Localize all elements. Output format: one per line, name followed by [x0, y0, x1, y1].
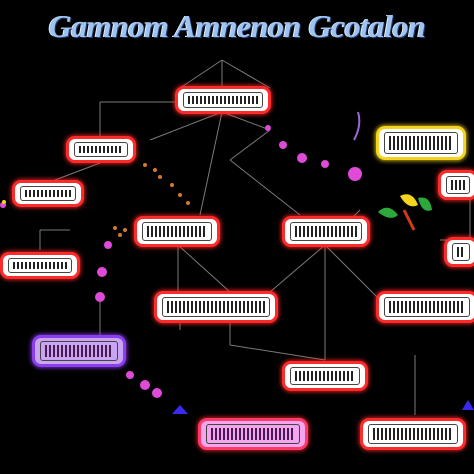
node-left-lavender	[32, 335, 126, 367]
node-bottom-pink	[198, 418, 308, 450]
node-left-lower	[0, 252, 80, 279]
node-lower-center	[282, 361, 368, 391]
node-right-middle	[376, 291, 474, 323]
diagram-title: Gamnom Amnenon Gcotalon	[48, 8, 426, 44]
node-left-mid	[12, 180, 84, 207]
node-upper-left	[66, 136, 136, 163]
node-bottom-right	[360, 418, 466, 450]
node-upper-right-yellow	[376, 126, 466, 160]
node-center-left	[134, 216, 220, 247]
node-center-right	[282, 216, 370, 247]
node-middle	[154, 291, 278, 323]
node-right-edge-top	[438, 170, 474, 200]
node-top-center	[175, 86, 271, 114]
node-right-edge-mid	[444, 237, 474, 267]
